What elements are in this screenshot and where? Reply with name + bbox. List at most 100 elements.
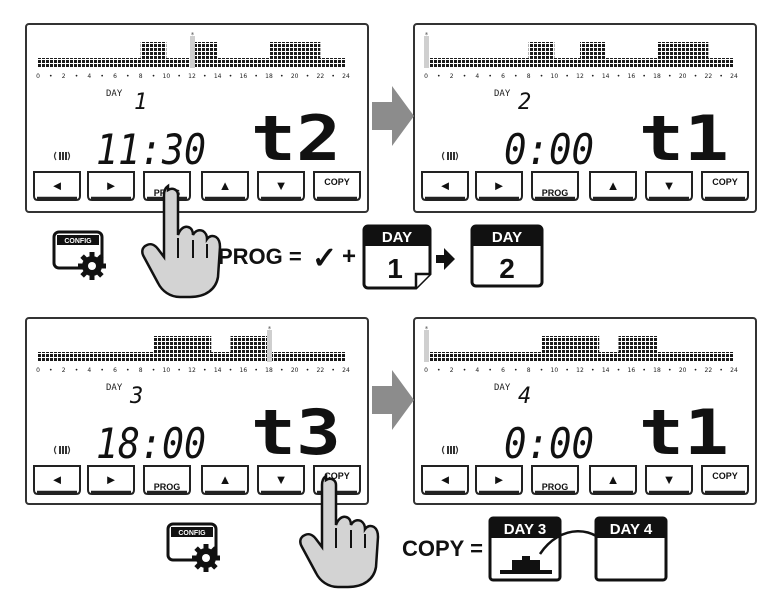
timeline-tick-label: 0 [36, 367, 40, 374]
timeline-tick-dot: • [668, 367, 672, 374]
left-button[interactable]: ◄ [421, 171, 469, 201]
timeline-tick-label: 24 [342, 73, 350, 80]
timeline-tick-dot: • [488, 367, 492, 374]
down-button[interactable]: ▼ [645, 465, 693, 495]
period-indicator: t2 [251, 102, 341, 175]
timeline-tick-dot: • [152, 367, 156, 374]
timeline-tick-dot: • [642, 367, 646, 374]
timeline-tick-label: 10 [163, 367, 171, 374]
program-timeline: *0•2•4•6•8•10•12•14•16•18•20•22•24 [36, 31, 350, 80]
plus-sign: + [342, 243, 356, 270]
timeline-tick-dot: • [591, 367, 595, 374]
timeline-tick-dot: • [565, 367, 569, 374]
day-value: 3 [129, 384, 143, 409]
timeline-comfort-block [580, 42, 606, 58]
timeline-tick-label: 16 [628, 73, 636, 80]
up-button[interactable]: ▲ [589, 465, 637, 495]
config-icon-label: CONFIG [64, 238, 92, 245]
day-label: DAY [106, 89, 123, 99]
timeline-tick-label: 22 [317, 367, 325, 374]
right-button[interactable]: ► [475, 171, 523, 201]
down-button[interactable]: ▼ [257, 465, 305, 495]
day-value: 2 [518, 90, 531, 115]
timeline-marker-star: * [425, 325, 429, 333]
timeline-tick-dot: • [437, 367, 441, 374]
timeline-tick-dot: • [694, 73, 698, 80]
timeline-tick-label: 0 [36, 73, 40, 80]
down-button-label: ▼ [663, 472, 676, 487]
timeline-marker-star: * [191, 31, 195, 39]
timeline-tick-label: 4 [87, 367, 91, 374]
calendar-day4-icon: DAY 4 [594, 516, 668, 582]
prog-button[interactable]: PROG [143, 465, 191, 495]
next-arrow-icon [372, 86, 414, 146]
timeline-tick-label: 8 [527, 367, 531, 374]
timeline-current-marker [424, 330, 429, 362]
timeline-tick-dot: • [331, 73, 335, 80]
timeline-tick-dot: • [203, 73, 207, 80]
timeline-tick-label: 0 [424, 73, 428, 80]
gear-icon [192, 544, 220, 572]
up-button[interactable]: ▲ [201, 465, 249, 495]
timeline-tick-label: 10 [551, 73, 559, 80]
day-label: DAY [494, 383, 511, 393]
copy-button[interactable]: COPY [701, 171, 749, 201]
timeline-tick-dot: • [668, 73, 672, 80]
up-button-label: ▲ [607, 178, 620, 193]
copy-button-label: COPY [324, 177, 350, 187]
radiator-icon [53, 151, 71, 161]
timeline-tick-label: 2 [62, 367, 66, 374]
timeline-comfort-block [541, 336, 600, 352]
down-button-label: ▼ [275, 178, 288, 193]
right-button[interactable]: ► [87, 465, 135, 495]
radiator-icon [53, 445, 71, 455]
copy-button-label: COPY [324, 471, 350, 481]
timeline-marker-star: * [425, 31, 429, 39]
calendar-day-label: DAY 3 [504, 521, 547, 538]
program-profile-icon [500, 556, 552, 574]
timeline-tick-label: 6 [113, 73, 117, 80]
timeline-tick-label: 18 [265, 73, 273, 80]
timeline-tick-label: 10 [163, 73, 171, 80]
copy-equation-label: COPY = [402, 536, 483, 561]
thermostat-panel-day1: *0•2•4•6•8•10•12•14•16•18•20•22•24 DAY 1… [25, 23, 369, 213]
left-button[interactable]: ◄ [33, 465, 81, 495]
down-button[interactable]: ▼ [257, 171, 305, 201]
timeline-comfort-block [153, 336, 212, 352]
timeline-tick-dot: • [203, 367, 207, 374]
timeline-tick-dot: • [514, 367, 518, 374]
up-button[interactable]: ▲ [201, 171, 249, 201]
calendar-day-label: DAY [382, 229, 412, 246]
timeline-tick-dot: • [126, 73, 130, 80]
timeline-tick-dot: • [463, 367, 467, 374]
down-button[interactable]: ▼ [645, 171, 693, 201]
timeline-tick-dot: • [254, 73, 258, 80]
left-button[interactable]: ◄ [421, 465, 469, 495]
timeline-tick-label: 16 [628, 367, 636, 374]
timeline-tick-label: 12 [188, 367, 196, 374]
gear-icon [78, 252, 106, 280]
timeline-tick-dot: • [642, 73, 646, 80]
up-button[interactable]: ▲ [589, 171, 637, 201]
timeline-tick-dot: • [331, 367, 335, 374]
clock-time: 11:30 [96, 125, 206, 174]
timeline-tick-label: 8 [139, 73, 143, 80]
timeline-tick-dot: • [49, 367, 53, 374]
left-button[interactable]: ◄ [33, 171, 81, 201]
copy-button[interactable]: COPY [313, 171, 361, 201]
thermostat-panel-day2: *0•2•4•6•8•10•12•14•16•18•20•22•24 DAY 2… [413, 23, 757, 213]
prog-button[interactable]: PROG [531, 465, 579, 495]
timeline-tick-dot: • [126, 367, 130, 374]
prog-button-label: PROG [542, 188, 569, 198]
timeline-tick-dot: • [617, 367, 621, 374]
timeline-base-row [38, 352, 346, 362]
period-indicator: t3 [251, 396, 341, 469]
prog-button[interactable]: PROG [531, 171, 579, 201]
right-button[interactable]: ► [87, 171, 135, 201]
copy-button[interactable]: COPY [701, 465, 749, 495]
down-button-label: ▼ [275, 472, 288, 487]
timeline-tick-dot: • [591, 73, 595, 80]
right-button[interactable]: ► [475, 465, 523, 495]
calendar-day1-icon: DAY 1 [362, 224, 432, 290]
timeline-tick-label: 20 [291, 73, 299, 80]
